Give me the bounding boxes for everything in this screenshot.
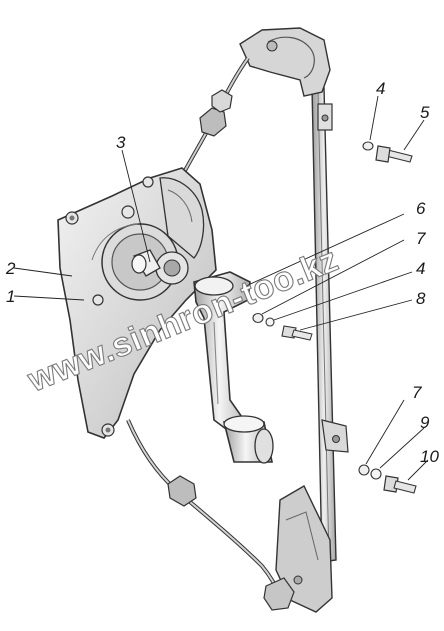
- callout-7-mid: 7: [416, 229, 426, 248]
- guide-rail: [239, 27, 349, 613]
- callout-4-top: 4: [376, 79, 385, 98]
- callout-4-mid: 4: [416, 259, 425, 278]
- callout-9: 9: [420, 413, 430, 432]
- callout-7-low: 7: [412, 383, 422, 402]
- callout-1: 1: [6, 287, 15, 306]
- bolt-8: [281, 325, 313, 341]
- washer-7-mid: [252, 312, 264, 324]
- callout-labels: 1 2 3 4 5 6 7 4 8 7 9 10: [5, 79, 439, 466]
- washer-4-top: [362, 141, 374, 151]
- callout-5: 5: [420, 103, 430, 122]
- washer-4-mid: [265, 317, 275, 327]
- callout-3: 3: [116, 133, 126, 152]
- leader-lines: [13, 95, 429, 481]
- callout-10: 10: [420, 447, 439, 466]
- washer-9: [370, 468, 382, 480]
- crank-handle: [193, 271, 274, 464]
- bolt-5: [375, 145, 413, 163]
- bolt-10: [383, 475, 417, 494]
- drive-shaft: [131, 249, 161, 277]
- callout-6: 6: [416, 199, 426, 218]
- upper-cable: [180, 56, 250, 177]
- callout-8: 8: [416, 289, 426, 308]
- washer-7-low: [358, 464, 370, 476]
- callout-2: 2: [5, 259, 16, 278]
- lower-cable: [126, 419, 295, 611]
- fasteners: [252, 141, 417, 494]
